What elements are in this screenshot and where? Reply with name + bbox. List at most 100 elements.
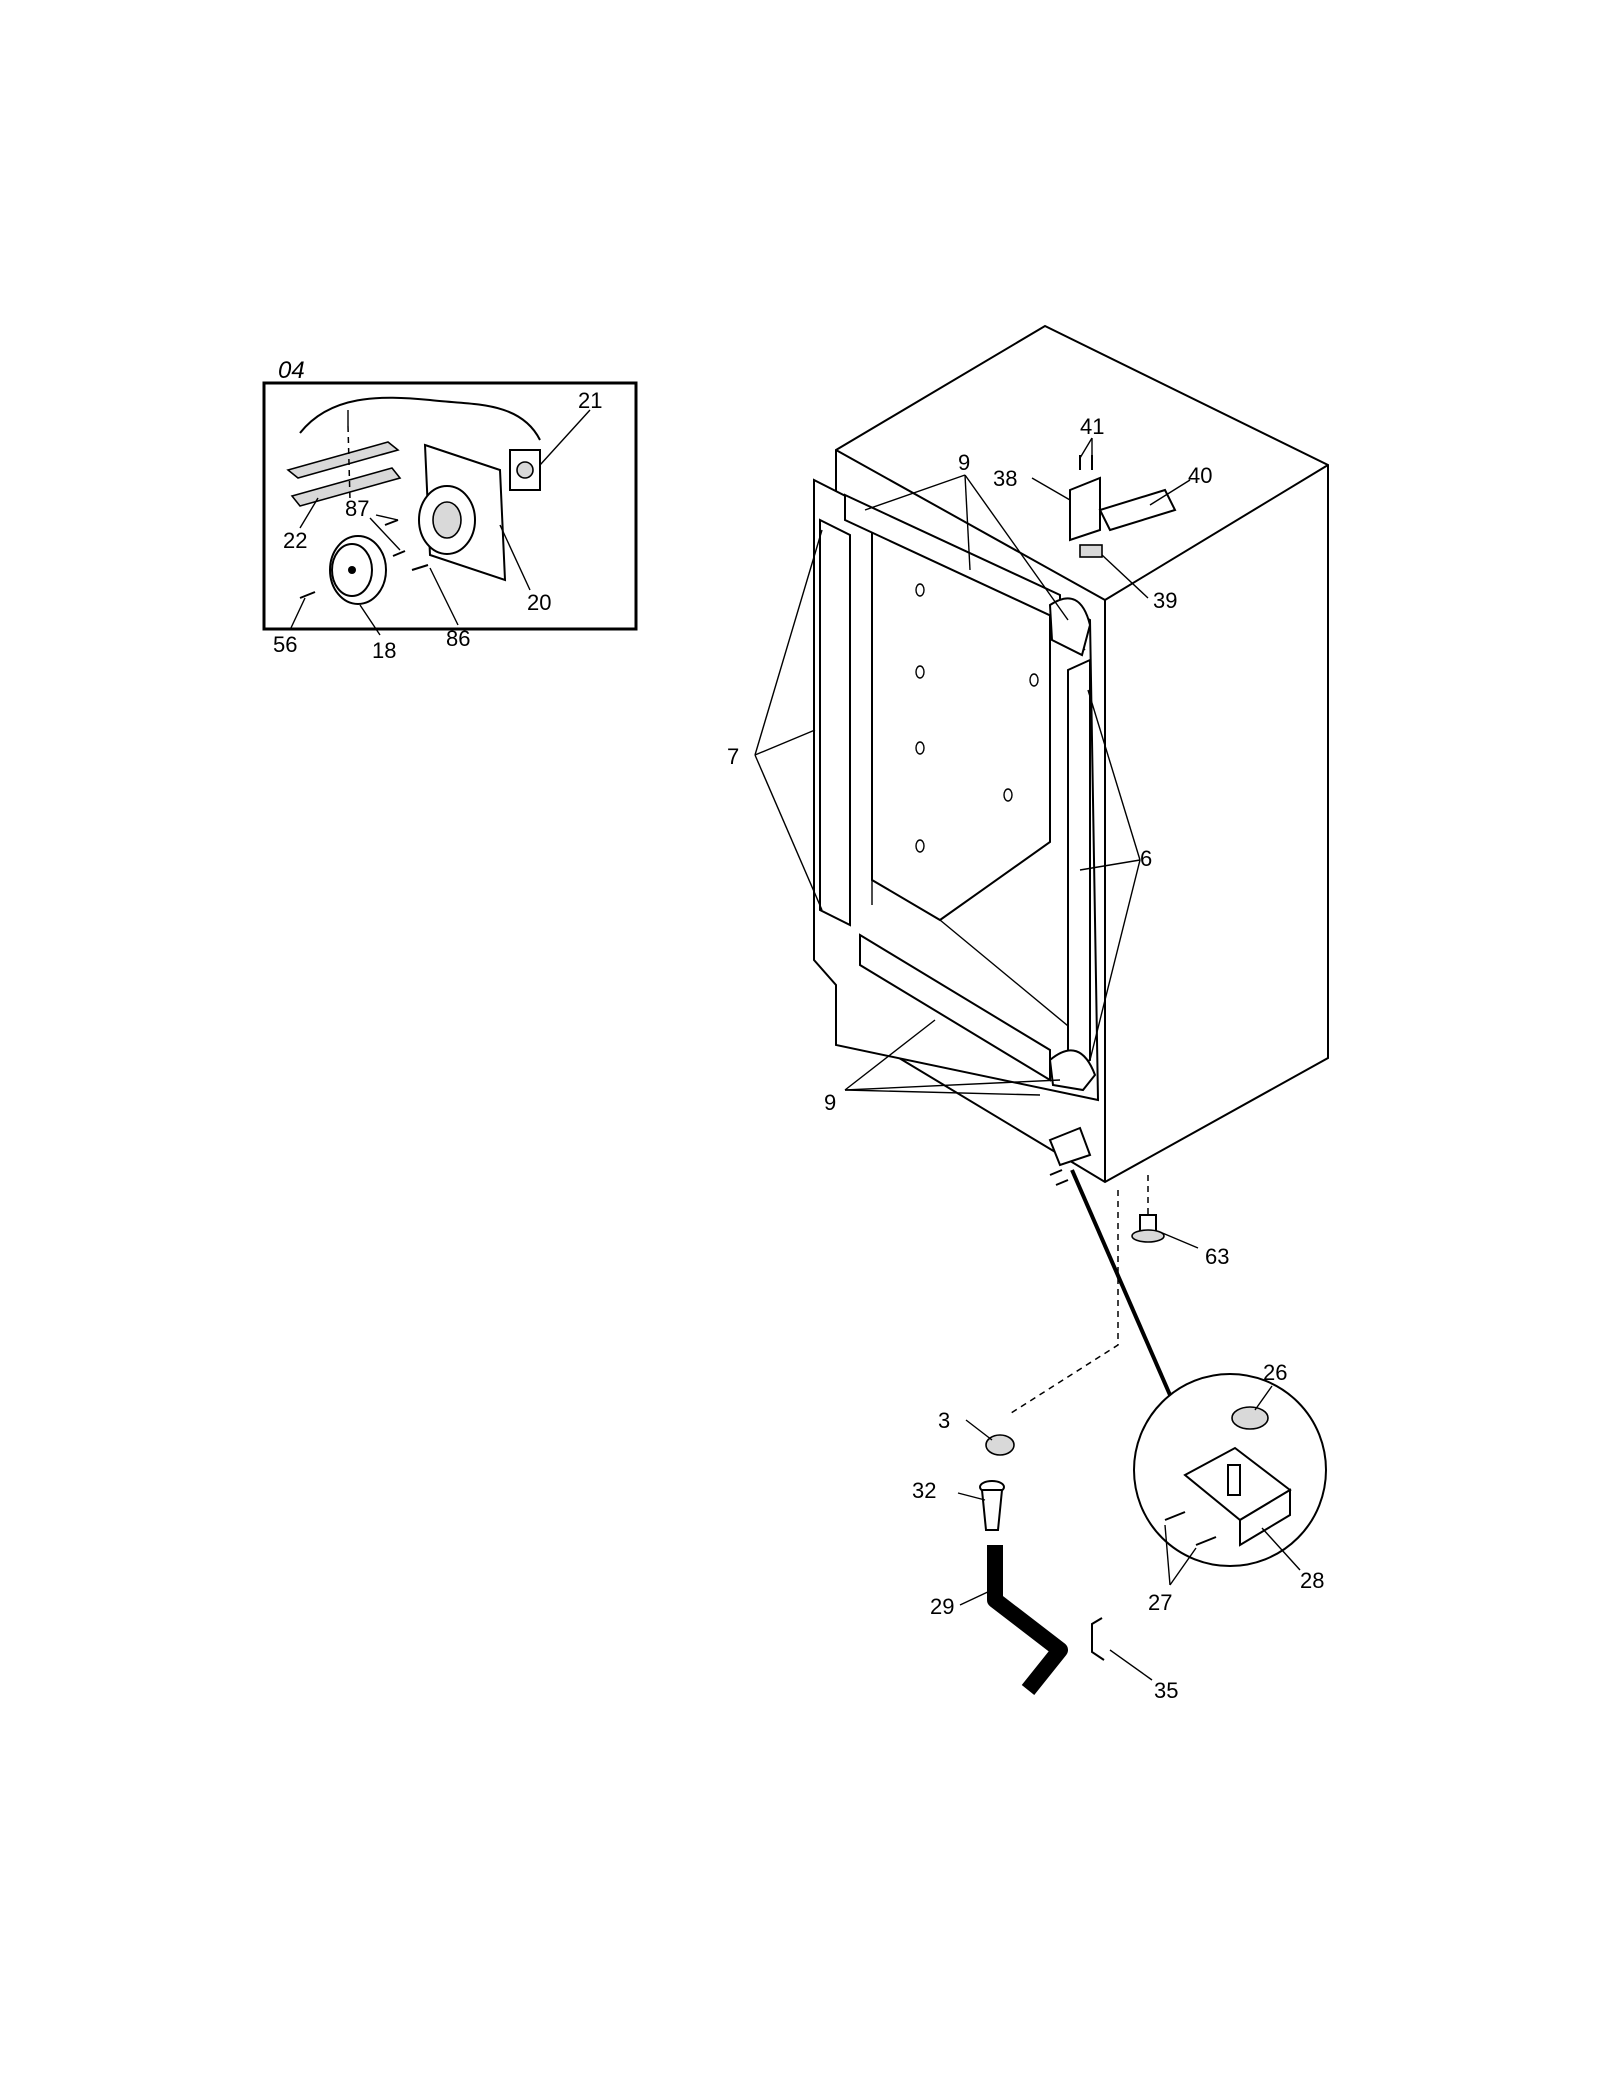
leader-21 (539, 409, 591, 466)
leader-7-a (754, 529, 823, 756)
leader-20 (499, 524, 531, 591)
label-86: 86 (446, 626, 470, 651)
leader-87-b (369, 517, 401, 551)
part-6-right-strip (1067, 658, 1091, 1072)
leader-87-a (375, 514, 399, 521)
part-38-hinge-plate (1069, 476, 1101, 542)
part-7-left-strip (819, 518, 851, 927)
hinge-pin (1227, 1464, 1241, 1496)
label-26: 26 (1263, 1360, 1287, 1385)
leader-9-bottom-a (844, 1019, 936, 1091)
label-3: 3 (938, 1408, 950, 1433)
corner-cap-top (1048, 597, 1092, 657)
leader-27-a (1164, 1524, 1171, 1586)
liner-floor-edge (939, 919, 1086, 1041)
leader-86 (429, 567, 459, 626)
bottom-hinge-mount (1048, 1126, 1092, 1167)
leader-40 (1149, 479, 1191, 506)
label-9-top: 9 (958, 450, 970, 475)
label-32: 32 (912, 1478, 936, 1503)
leader-6-b (1079, 859, 1141, 871)
leader-7-b (754, 754, 823, 911)
leader-28 (1261, 1527, 1301, 1571)
motor-shaft (516, 461, 534, 479)
leader-9-top-c (964, 474, 1069, 621)
part-22-strip-a (286, 441, 400, 479)
cabinet-top-edge (1104, 464, 1329, 601)
screw-87-a (384, 519, 399, 526)
label-41: 41 (1080, 414, 1104, 439)
drain-assembly: 3 32 29 35 (912, 1190, 1178, 1703)
liner-hole (915, 741, 925, 755)
leader-9-bottom-c (844, 1089, 1041, 1096)
screw-86 (411, 564, 429, 571)
leader-18 (359, 604, 381, 636)
leader-9-bottom-b (844, 1079, 1061, 1091)
part-29-hose (987, 1545, 1068, 1695)
leader-6-c (1089, 859, 1141, 1061)
label-39: 39 (1153, 588, 1177, 613)
leader-22 (299, 497, 319, 529)
leader-27-b (1169, 1547, 1197, 1586)
liner-hole (1029, 673, 1039, 687)
corner-cap-bottom (1048, 1049, 1097, 1092)
label-9-bottom: 9 (824, 1090, 836, 1115)
freezer-cabinet: 9 41 38 40 39 7 6 9 63 (727, 324, 1329, 1269)
leader-39 (1101, 554, 1149, 599)
fan-blade-center (348, 566, 356, 574)
fan-assembly-inset: 04 21 22 87 (262, 357, 638, 663)
leader-7-c (754, 729, 816, 756)
part-40-hinge-arm (1098, 488, 1177, 532)
leader-63 (1159, 1231, 1199, 1249)
screw-87-b (392, 550, 406, 557)
leader-38 (1031, 477, 1071, 501)
liner-hole (1003, 788, 1013, 802)
label-35: 35 (1154, 1678, 1178, 1703)
fan-wire (299, 396, 541, 441)
liner-hole (915, 665, 925, 679)
leader-6-a (1087, 689, 1141, 861)
label-22: 22 (283, 528, 307, 553)
label-29: 29 (930, 1594, 954, 1619)
label-56: 56 (273, 632, 297, 657)
part-26-cap (1231, 1406, 1269, 1430)
cabinet-front-top (835, 449, 1106, 601)
leader-3 (965, 1419, 993, 1441)
part-28-bracket-side (1239, 1488, 1291, 1547)
leader-9-top-b (864, 474, 966, 511)
bottom-hinge-screw (1055, 1179, 1069, 1186)
part-39-hinge-block (1079, 544, 1103, 558)
part-32-body (980, 1489, 1004, 1531)
label-63: 63 (1205, 1244, 1229, 1269)
part-27-screw-a (1164, 1511, 1186, 1521)
label-87: 87 (345, 496, 369, 521)
part-27-screw-b (1195, 1536, 1217, 1546)
part-3-plug (985, 1434, 1015, 1456)
leader-26 (1254, 1385, 1273, 1411)
label-38: 38 (993, 466, 1017, 491)
part-63-leg-foot (1131, 1229, 1165, 1243)
leader-9-top-a (964, 474, 971, 571)
label-6: 6 (1140, 846, 1152, 871)
detail-callout-line (1070, 1169, 1172, 1396)
label-20: 20 (527, 590, 551, 615)
leader-35 (1109, 1649, 1153, 1681)
leader-41-a (1079, 437, 1093, 459)
hinge-detail: 26 27 28 (1070, 1169, 1327, 1615)
leader-32 (957, 1492, 986, 1501)
inset-frame (262, 381, 638, 631)
label-27: 27 (1148, 1590, 1172, 1615)
leader-56 (289, 597, 306, 631)
bottom-hinge-screw (1049, 1169, 1063, 1176)
part-21-motor (509, 449, 541, 491)
drain-guide (1007, 1190, 1119, 1416)
label-40: 40 (1188, 463, 1212, 488)
liner-hole (915, 839, 925, 853)
fan-motor-hub (432, 501, 462, 539)
liner-hole (915, 583, 925, 597)
handwritten-note: 04 (278, 357, 305, 384)
screw-56 (299, 591, 316, 599)
label-28: 28 (1300, 1568, 1324, 1593)
label-7: 7 (727, 744, 739, 769)
